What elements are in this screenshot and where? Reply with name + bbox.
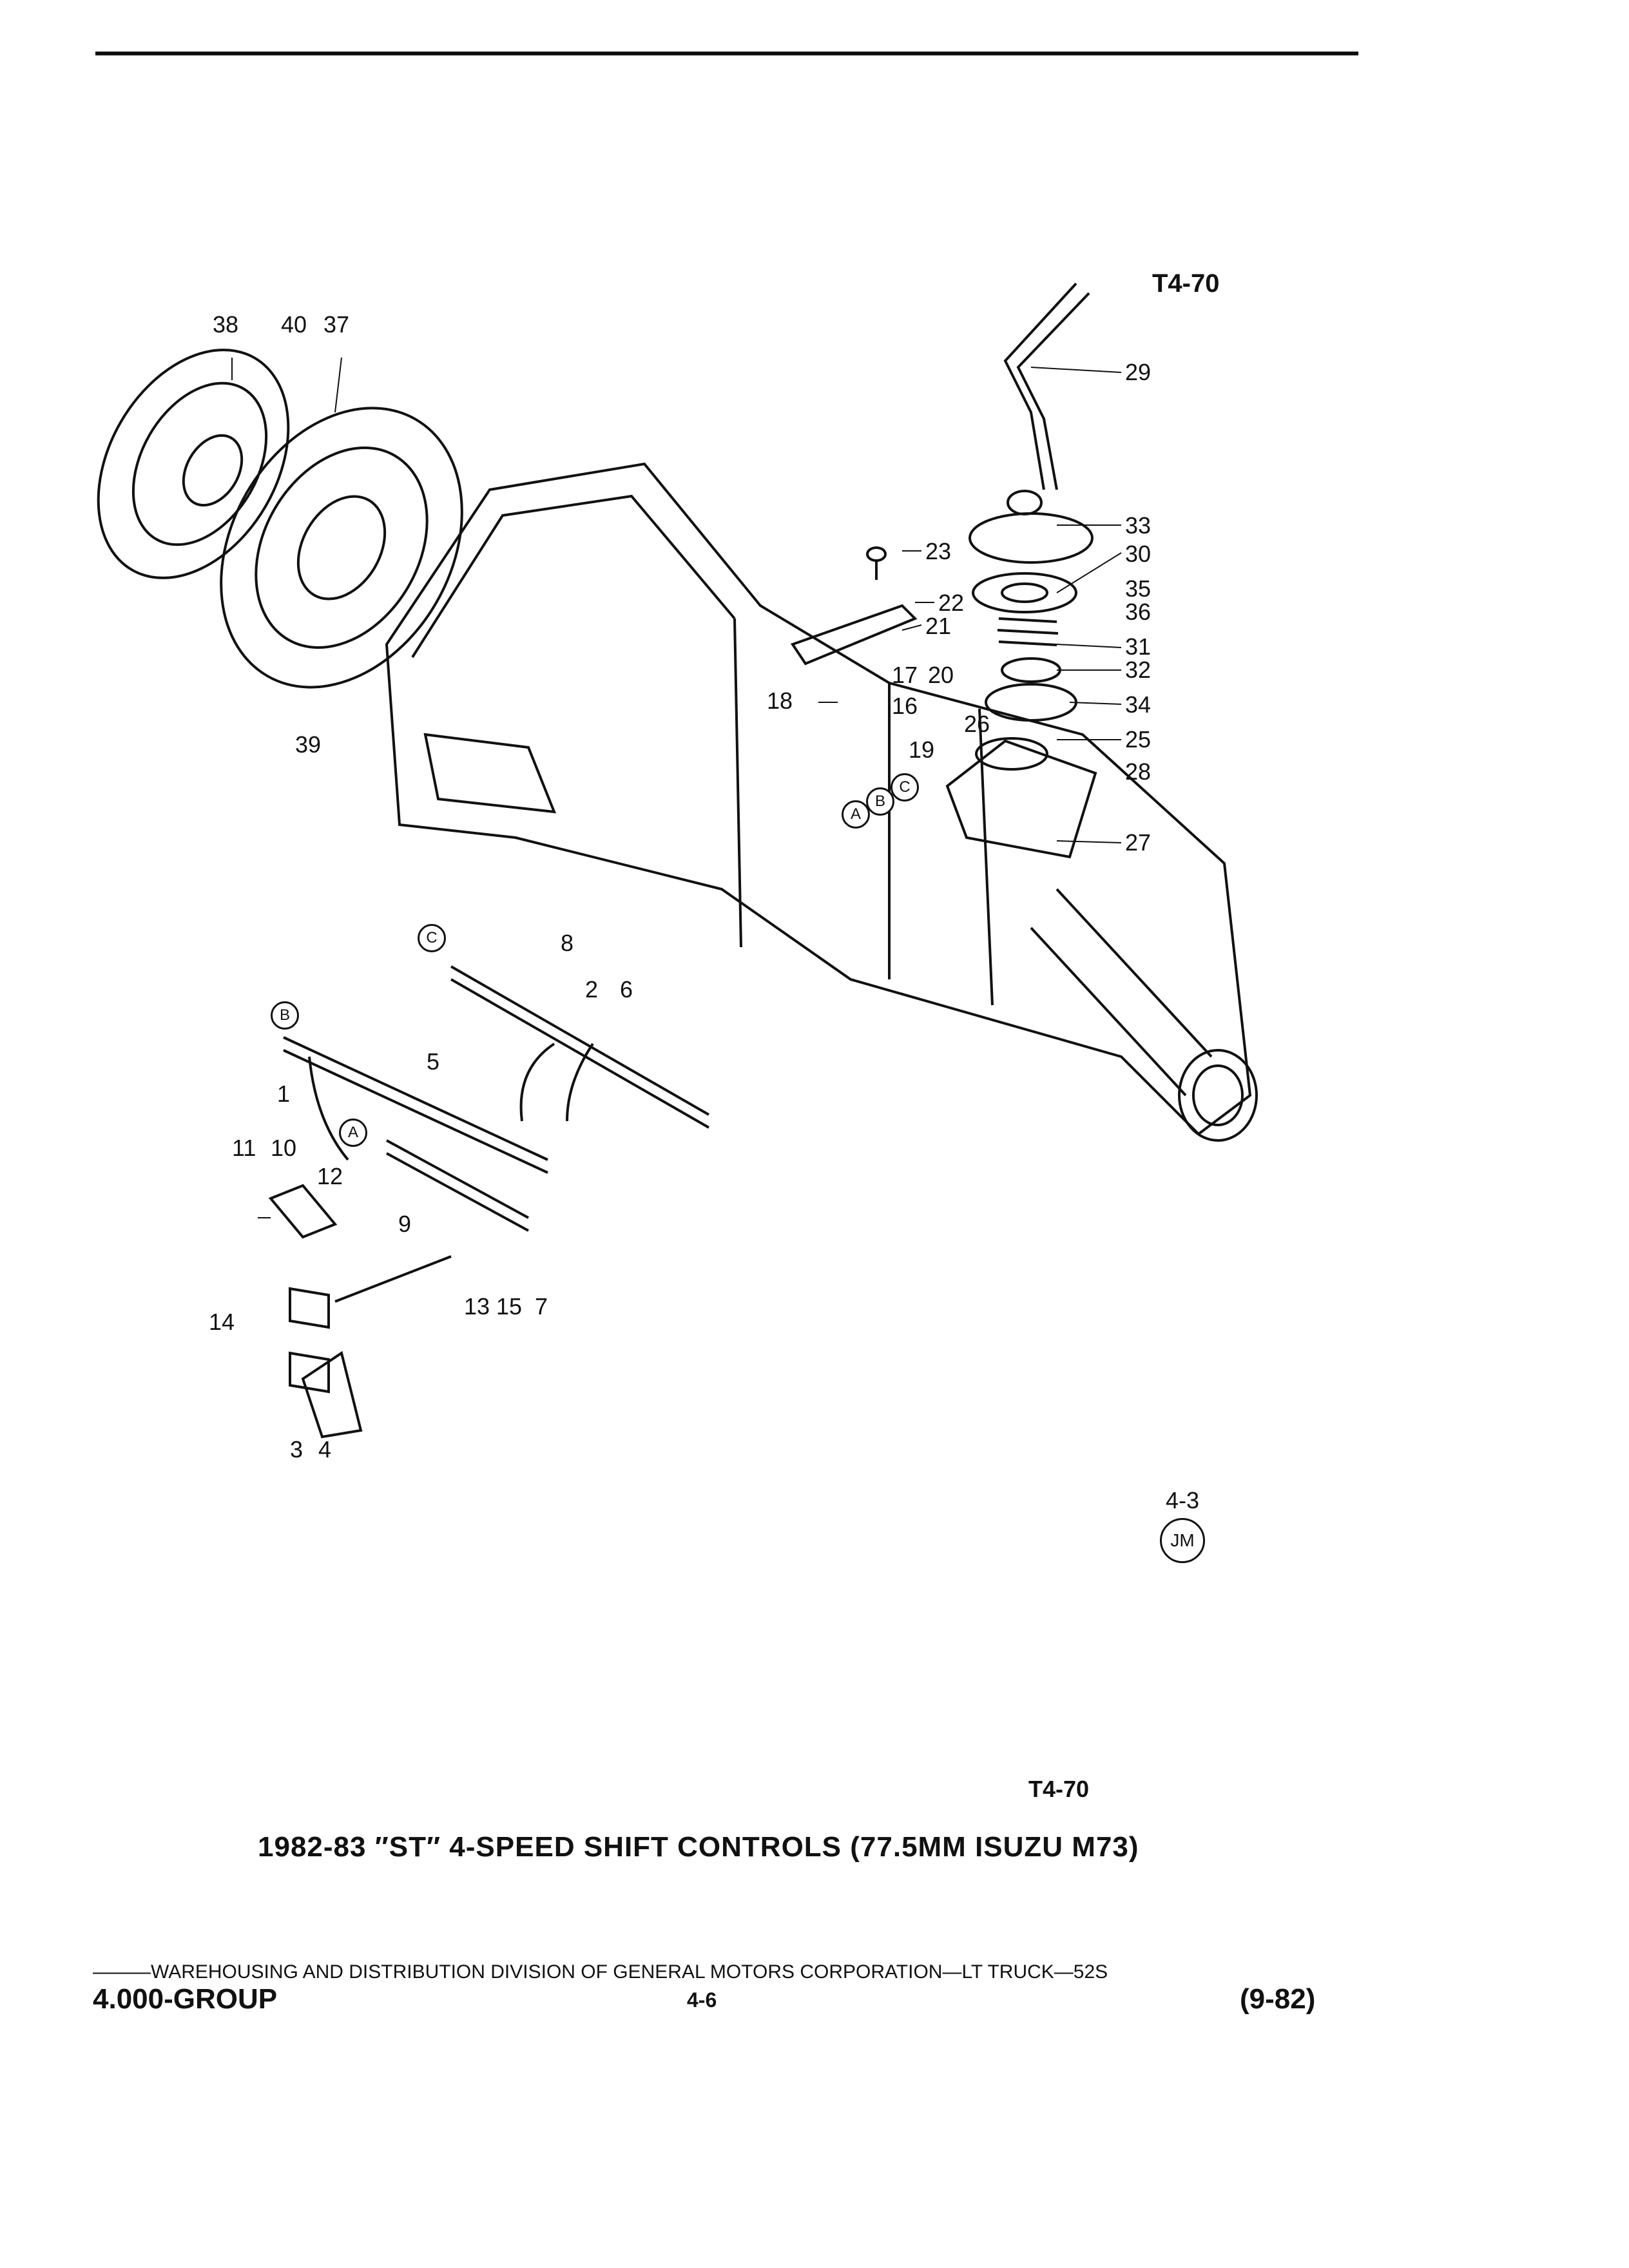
callout-12: 12 bbox=[317, 1163, 343, 1189]
lever-covers bbox=[945, 512, 1097, 859]
callout-8-top: 8 bbox=[561, 930, 574, 956]
circle-ref-c-rail: C bbox=[418, 924, 446, 952]
callout-31: 31 bbox=[1125, 633, 1152, 660]
callout-29: 29 bbox=[1125, 359, 1152, 385]
circle-ref-b-rail: B bbox=[271, 1001, 299, 1030]
callout-33: 33 bbox=[1125, 512, 1152, 539]
clutch-disc bbox=[97, 349, 290, 579]
callout-15: 15 bbox=[496, 1293, 523, 1320]
callout-37: 37 bbox=[323, 311, 350, 338]
circle-ref-a-rail: A bbox=[339, 1119, 367, 1147]
callout-32: 32 bbox=[1125, 657, 1152, 683]
callout-26: 26 bbox=[964, 711, 990, 737]
footer-date: (9-82) bbox=[1240, 1983, 1316, 2015]
footer-page-number: 4-6 bbox=[687, 1988, 717, 2012]
figure-caption: 1982-83 ″ST″ 4-SPEED SHIFT CONTROLS (77.… bbox=[258, 1831, 1139, 1863]
figure-ref-top: T4-70 bbox=[1152, 269, 1220, 298]
circle-ref-b-case: B bbox=[866, 787, 894, 816]
footer-group: 4.000-GROUP bbox=[93, 1983, 278, 2015]
callout-4: 4 bbox=[318, 1436, 332, 1463]
figure-ref-bottom: T4-70 bbox=[1028, 1776, 1090, 1802]
shift-lever bbox=[1003, 282, 1090, 515]
callout-40: 40 bbox=[281, 311, 307, 338]
callout-36: 36 bbox=[1125, 599, 1152, 625]
callout-11: 11 bbox=[232, 1135, 256, 1161]
callout-23: 23 bbox=[925, 538, 952, 564]
callout-28: 28 bbox=[1125, 758, 1152, 785]
callout-30: 30 bbox=[1125, 541, 1152, 567]
callout-3: 3 bbox=[290, 1436, 304, 1463]
callout-10: 10 bbox=[271, 1135, 297, 1161]
jm-badge: JM bbox=[1160, 1518, 1205, 1563]
callout-5: 5 bbox=[427, 1048, 440, 1075]
callout-34: 34 bbox=[1125, 691, 1152, 718]
callout-6: 6 bbox=[620, 976, 633, 1003]
callout-20: 20 bbox=[928, 662, 954, 688]
callout-2: 2 bbox=[585, 976, 599, 1003]
circle-ref-a-case: A bbox=[842, 800, 870, 829]
callout-18: 18 bbox=[767, 687, 793, 714]
callout-25: 25 bbox=[1125, 726, 1152, 753]
callout-21: 21 bbox=[925, 613, 952, 639]
pressure-plate bbox=[220, 407, 463, 689]
page-code: 4-3 bbox=[1165, 1487, 1200, 1514]
callout-13: 13 bbox=[464, 1293, 490, 1320]
top-rule bbox=[95, 52, 1358, 55]
callout-17: 17 bbox=[892, 662, 918, 688]
interlock-plate bbox=[790, 546, 918, 666]
circle-ref-c-case: C bbox=[891, 773, 919, 802]
shift-rails bbox=[283, 965, 709, 1232]
callout-22: 22 bbox=[938, 590, 965, 616]
callout-19: 19 bbox=[909, 736, 935, 763]
callout-39: 39 bbox=[295, 731, 322, 758]
footer-publisher-line: ———WAREHOUSING AND DISTRIBUTION DIVISION… bbox=[93, 1961, 1108, 1983]
callout-16: 16 bbox=[892, 693, 918, 719]
callout-14: 14 bbox=[209, 1309, 235, 1335]
page-code-badge: 4-3 JM bbox=[1160, 1487, 1205, 1563]
shift-block bbox=[268, 1184, 452, 1439]
leader-lines bbox=[231, 357, 1122, 1218]
callout-7: 7 bbox=[535, 1293, 548, 1320]
callout-38: 38 bbox=[213, 311, 239, 338]
callout-1: 1 bbox=[277, 1081, 291, 1107]
callout-35: 35 bbox=[1125, 575, 1152, 602]
callout-9: 9 bbox=[398, 1211, 412, 1237]
callout-27: 27 bbox=[1125, 829, 1152, 856]
